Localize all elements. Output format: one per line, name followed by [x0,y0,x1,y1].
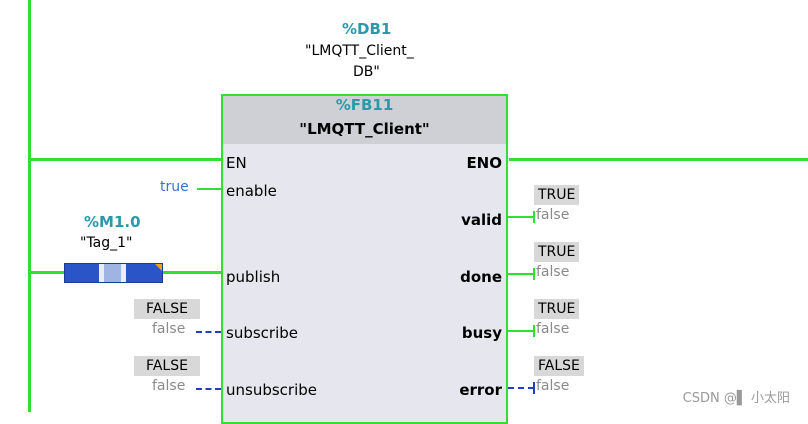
publish-right-wire [163,271,221,274]
function-block-header: %FB11 "LMQTT_Client" [223,96,506,144]
error-wire [508,387,534,389]
subscribe-state: FALSE [134,299,200,319]
unsubscribe-value[interactable]: false [152,378,186,394]
valid-value[interactable]: false [536,207,570,223]
pin-unsubscribe: unsubscribe [226,381,318,399]
unsubscribe-wire [196,388,221,390]
unsubscribe-state: FALSE [134,356,200,376]
no-contact[interactable] [64,263,163,283]
done-wire-end [533,268,535,280]
done-wire [508,273,535,275]
watermark: CSDN @▌ 小太阳 [682,391,790,406]
eno-rung-line [509,158,808,161]
contact-address: %M1.0 [84,213,141,231]
left-power-rail [28,0,31,412]
instance-db-address: %DB1 [342,20,392,38]
valid-state: TRUE [534,185,580,205]
contact-left-bar [99,264,104,282]
valid-wire [508,216,535,218]
error-value[interactable]: false [536,378,570,394]
instance-db-name-line1: "LMQTT_Client_ [305,43,414,59]
error-wire-end [533,382,535,394]
pin-enable: enable [226,182,277,200]
function-block[interactable]: %FB11 "LMQTT_Client" EN enable publish s… [221,94,508,424]
block-address: %FB11 [335,96,394,114]
error-state: FALSE [534,356,584,376]
busy-wire-end [533,325,535,337]
busy-wire [508,330,535,332]
contact-corner-marker [155,264,162,271]
pin-publish: publish [226,268,281,286]
done-value[interactable]: false [536,264,570,280]
pin-en: EN [226,154,247,172]
valid-wire-end [533,211,535,223]
enable-value[interactable]: true [160,179,189,195]
contact-right-bar [121,264,126,282]
pin-done: done [460,268,502,286]
pin-error: error [459,381,502,399]
publish-left-wire [28,271,64,274]
enable-wire [197,188,221,190]
done-state: TRUE [534,242,580,262]
busy-value[interactable]: false [536,321,570,337]
subscribe-value[interactable]: false [152,321,186,337]
block-name: "LMQTT_Client" [299,120,430,138]
contact-gap [104,264,121,282]
pin-valid: valid [461,211,502,229]
pin-busy: busy [461,324,502,342]
instance-db-name-line2: DB" [353,64,380,80]
contact-tag: "Tag_1" [80,235,133,251]
busy-state: TRUE [534,299,580,319]
en-rung-line [28,158,222,161]
pin-subscribe: subscribe [226,324,298,342]
pin-eno: ENO [466,154,502,172]
subscribe-wire [196,331,221,333]
